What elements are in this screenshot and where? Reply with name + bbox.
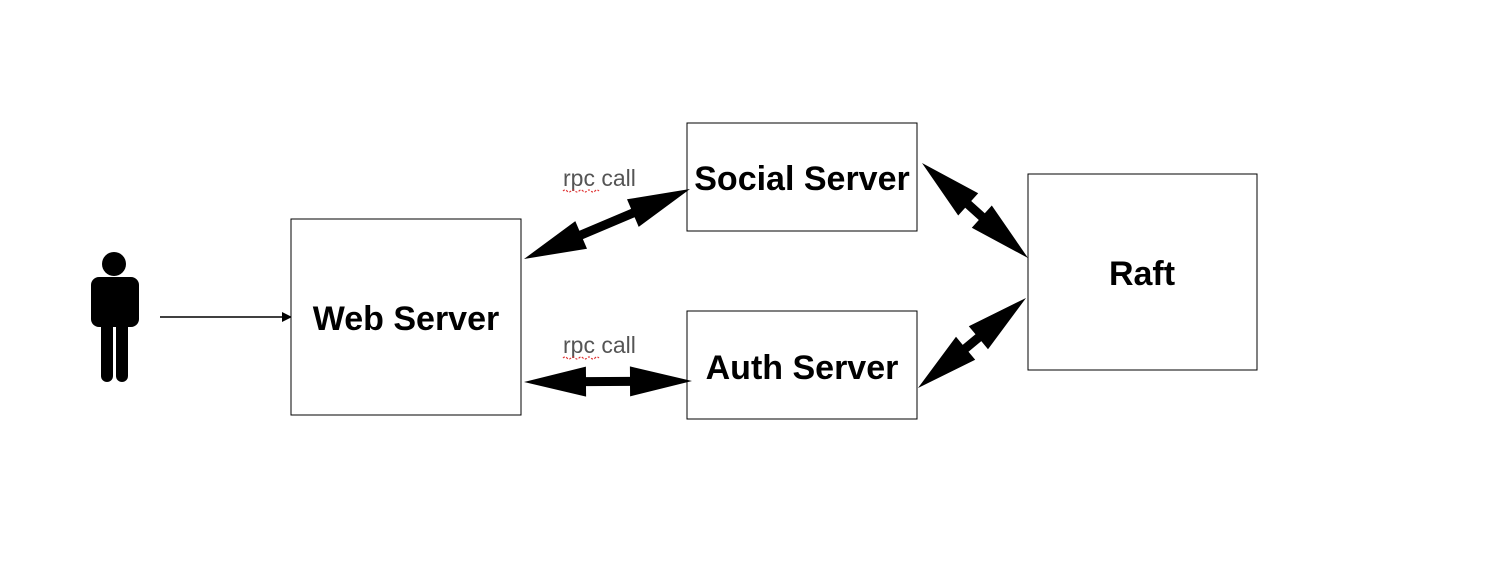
raft-label: Raft	[1109, 255, 1175, 293]
web-server-label: Web Server	[313, 300, 499, 338]
user-to-web-arrow	[160, 312, 292, 322]
connection-arrows	[524, 163, 1028, 397]
raft-node: Raft	[1027, 173, 1258, 371]
social-server-label: Social Server	[694, 160, 909, 198]
auth-server-label: Auth Server	[706, 349, 899, 387]
web-server-node: Web Server	[290, 218, 522, 416]
person-icon	[91, 252, 139, 382]
web-social-edge-label: rpc call	[563, 165, 636, 191]
social-raft-arrow	[922, 163, 1028, 258]
web-auth-edge-label: rpc call	[563, 332, 636, 358]
web-social-arrow	[524, 189, 690, 259]
auth-raft-arrow	[918, 298, 1026, 388]
auth-server-node: Auth Server	[686, 310, 918, 420]
web-auth-arrow	[524, 366, 692, 397]
social-server-node: Social Server	[686, 122, 918, 232]
